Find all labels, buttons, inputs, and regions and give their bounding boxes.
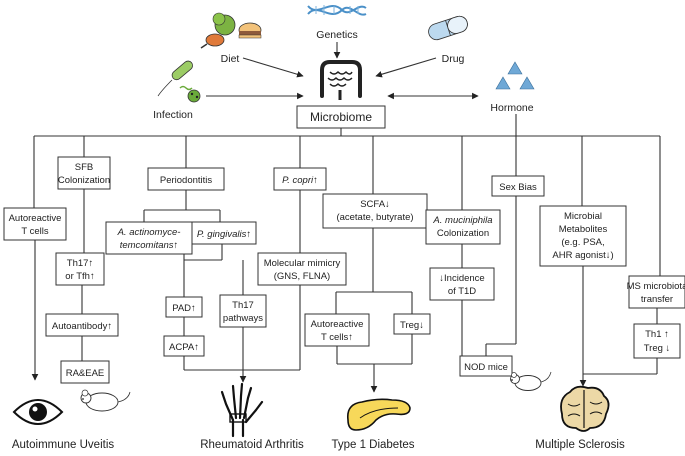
metab-label-3: (e.g. PSA, (561, 237, 604, 248)
metab-label-1: Microbial (564, 211, 602, 222)
food-icon (200, 12, 262, 49)
scfa-label-1: SCFA↓ (360, 199, 390, 210)
disease-ms: Multiple Sclerosis (535, 439, 625, 451)
nod-mouse-icon (510, 371, 552, 391)
ms-microbiota-transfer-box (628, 275, 685, 309)
molecular-mimicry-box (257, 252, 347, 286)
t1d-autoreactive-label-2: T cells↑ (321, 332, 353, 343)
th17-label-1: Th17↑ (67, 258, 93, 269)
ra-eae-box (60, 360, 110, 384)
sfb-colonization-box (57, 156, 111, 190)
mimicry-label-2: (GNS, FLNA) (274, 271, 330, 282)
amuc-label-2: Colonization (437, 228, 489, 239)
incidence-t1d-box (429, 267, 495, 301)
autoantibody-label: Autoantibody↑ (52, 321, 112, 332)
pcopri-label: P. copri↑ (282, 175, 318, 186)
transfer-label-2: transfer (641, 294, 673, 305)
th1-label-1: Th1 ↑ (645, 329, 669, 340)
hormone-triangles-icon (495, 61, 535, 90)
sexbias-label: Sex Bias (499, 182, 537, 193)
metab-label-2: Metabolites (559, 224, 608, 235)
hand-skeleton-icon (220, 382, 264, 438)
microbiome-label: Microbiome (310, 110, 372, 124)
p-gingivalis-box (191, 221, 257, 245)
th17p-label-1: Th17 (232, 300, 254, 311)
eye-icon (12, 399, 64, 425)
amuc-label-1: A. muciniphila (432, 215, 492, 226)
th1-label-2: Treg ↓ (644, 343, 671, 354)
nod-label: NOD mice (464, 362, 508, 373)
periodontitis-label: Periodontitis (160, 175, 213, 186)
incidence-label-1: ↓Incidence (439, 273, 484, 284)
th17-tfh-box (55, 252, 105, 286)
pancreas-icon (346, 398, 411, 431)
disease-ra: Rheumatoid Arthritis (200, 439, 304, 451)
disease-uveitis: Autoimmune Uveitis (12, 439, 115, 451)
a-muciniphila-box (425, 209, 501, 245)
pad-label: PAD↑ (172, 303, 196, 314)
treg-label: Treg↓ (400, 320, 424, 331)
sfb-label-1: SFB (75, 162, 93, 173)
sex-bias-box (491, 175, 545, 197)
drug-arrow (375, 57, 437, 78)
scfa-label-2: (acetate, butyrate) (336, 212, 413, 223)
aact-label-1: A. actinomyce- (117, 227, 181, 238)
aact-label-2: temcomitans↑ (120, 240, 179, 251)
drug-label: Drug (442, 53, 465, 65)
th17-label-2: or Tfh↑ (65, 271, 94, 282)
incidence-label-2: of T1D (448, 286, 476, 297)
transfer-label-1: MS microbiota (627, 281, 685, 292)
pill-icon (428, 15, 468, 41)
microbial-metabolites-box (539, 205, 627, 267)
diet-label: Diet (221, 53, 240, 65)
scfa-box (322, 193, 428, 229)
disease-t1d: Type 1 Diabetes (331, 439, 414, 451)
hormone-label: Hormone (490, 102, 533, 114)
acpa-label: ACPA↑ (169, 342, 199, 353)
brain-icon (560, 385, 610, 432)
autoreactive-label-1: Autoreactive (9, 213, 62, 224)
ra-eae-label: RA&EAE (66, 368, 105, 379)
infection-label: Infection (153, 109, 193, 121)
pging-label: P. gingivalis↑ (197, 229, 251, 240)
autoreactive-label-2: T cells (21, 226, 49, 237)
mimicry-label-1: Molecular mimicry (264, 258, 341, 269)
diet-arrow (242, 57, 304, 78)
bacteria-icon (157, 60, 201, 103)
t1d-autoreactive-label-1: Autoreactive (311, 319, 364, 330)
th1-treg-box (633, 323, 681, 359)
sfb-label-2: Colonization (58, 175, 110, 186)
th17p-label-2: pathways (223, 313, 263, 324)
genetics-label: Genetics (316, 29, 357, 41)
metab-label-4: AHR agonist↓) (552, 250, 613, 261)
intestine-icon (320, 60, 362, 100)
mouse-icon (80, 389, 131, 412)
dna-icon (307, 5, 367, 16)
a-actinomycetemcomitans-box (105, 221, 193, 255)
